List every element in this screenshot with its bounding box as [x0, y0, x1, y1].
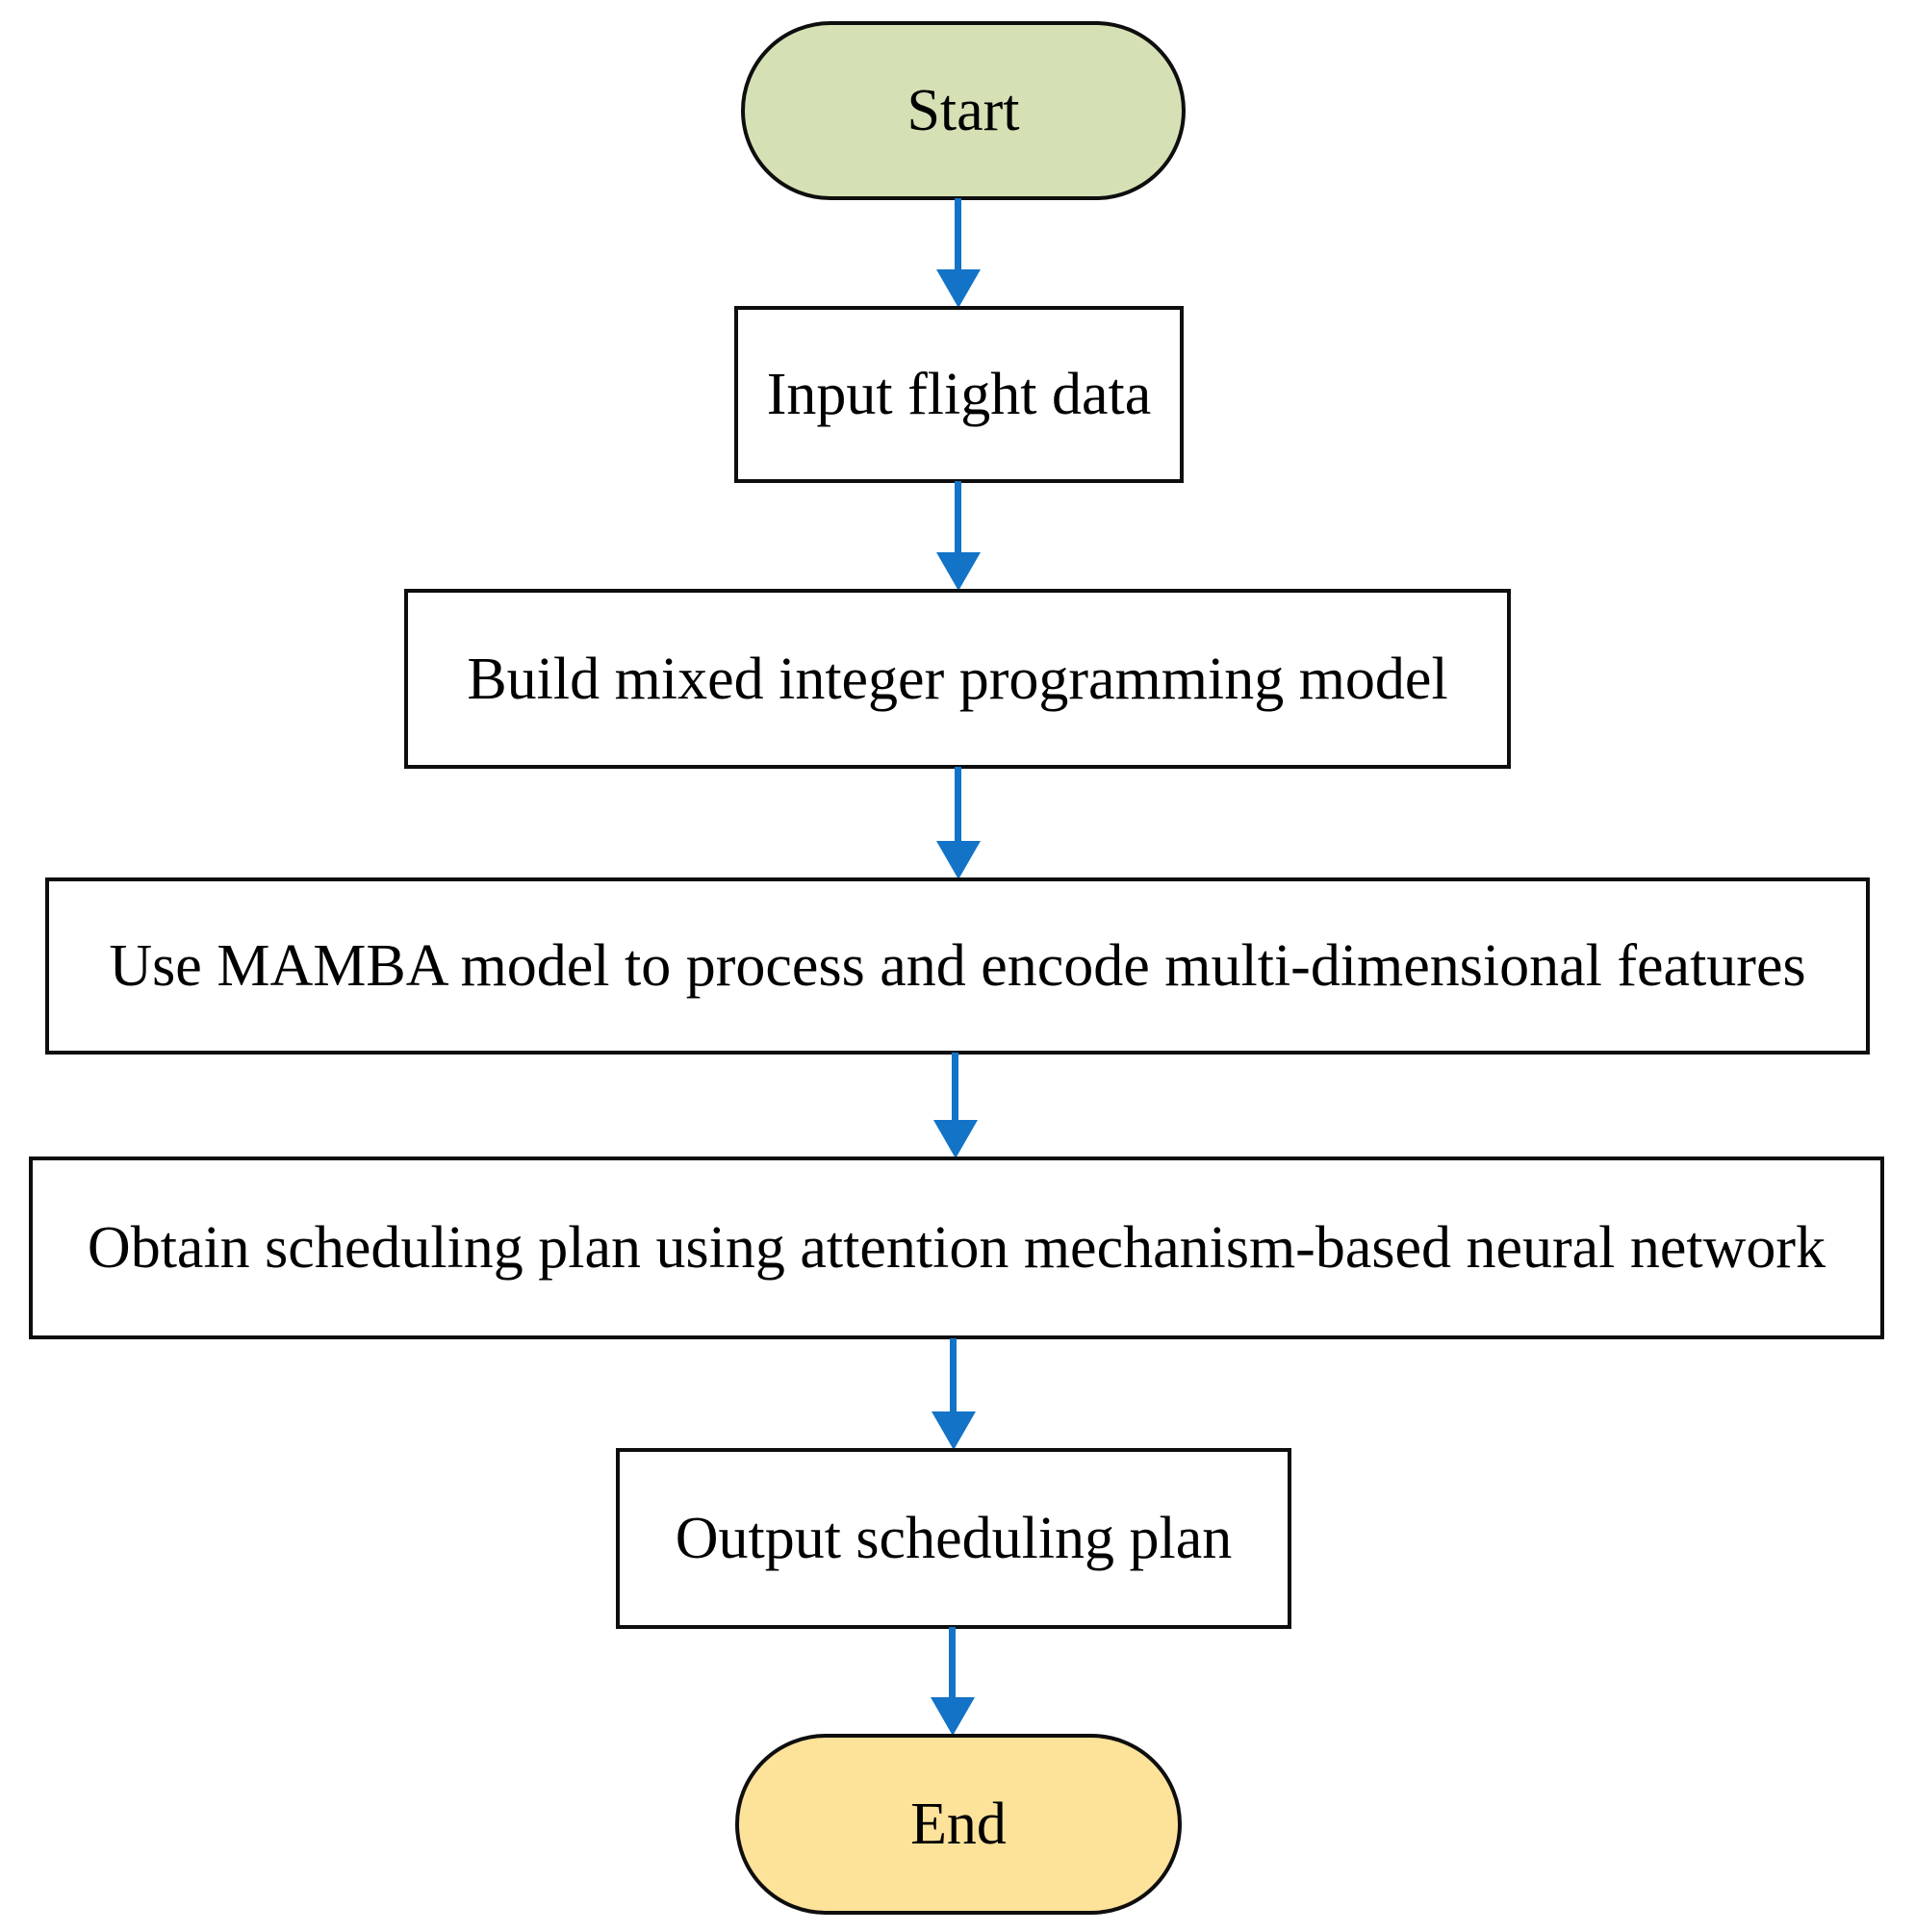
connector-arrow-attention-to-output: [931, 1338, 977, 1450]
arrow-stem: [949, 1627, 956, 1701]
flow-node-end-label: End: [910, 1792, 1007, 1857]
arrow-stem: [955, 767, 961, 845]
arrow-stem: [955, 481, 961, 556]
down-arrowhead-icon: [931, 1697, 975, 1736]
down-arrowhead-icon: [936, 552, 981, 591]
flow-node-output-plan: Output scheduling plan: [616, 1448, 1291, 1629]
down-arrowhead-icon: [933, 1120, 978, 1158]
arrow-stem: [950, 1338, 957, 1415]
arrow-stem: [952, 1053, 958, 1124]
connector-arrow-mamba-to-attention: [932, 1053, 979, 1158]
connector-arrow-output-to-end: [930, 1627, 976, 1736]
flow-node-attention-schedule: Obtain scheduling plan using attention m…: [29, 1157, 1884, 1339]
flow-node-input-flight-data: Input flight data: [734, 306, 1184, 483]
connector-arrow-start-to-input: [935, 198, 982, 308]
down-arrowhead-icon: [936, 841, 981, 879]
flow-node-mamba-encode: Use MAMBA model to process and encode mu…: [45, 877, 1870, 1055]
flow-node-input-flight-data-label: Input flight data: [766, 362, 1152, 427]
connector-arrow-mip-to-mamba: [935, 767, 982, 879]
flow-node-attention-schedule-label: Obtain scheduling plan using attention m…: [87, 1215, 1826, 1281]
flow-node-output-plan-label: Output scheduling plan: [675, 1506, 1233, 1571]
flow-node-build-mip-model: Build mixed integer programming model: [404, 589, 1511, 769]
flow-node-start-label: Start: [906, 78, 1020, 143]
arrow-stem: [955, 198, 961, 273]
flow-node-build-mip-model-label: Build mixed integer programming model: [467, 646, 1448, 712]
connector-arrow-input-to-mip: [935, 481, 982, 591]
down-arrowhead-icon: [936, 269, 981, 308]
flow-node-start: Start: [741, 21, 1186, 200]
flow-node-mamba-encode-label: Use MAMBA model to process and encode mu…: [109, 933, 1806, 999]
down-arrowhead-icon: [932, 1411, 976, 1450]
flow-node-end: End: [735, 1734, 1182, 1915]
